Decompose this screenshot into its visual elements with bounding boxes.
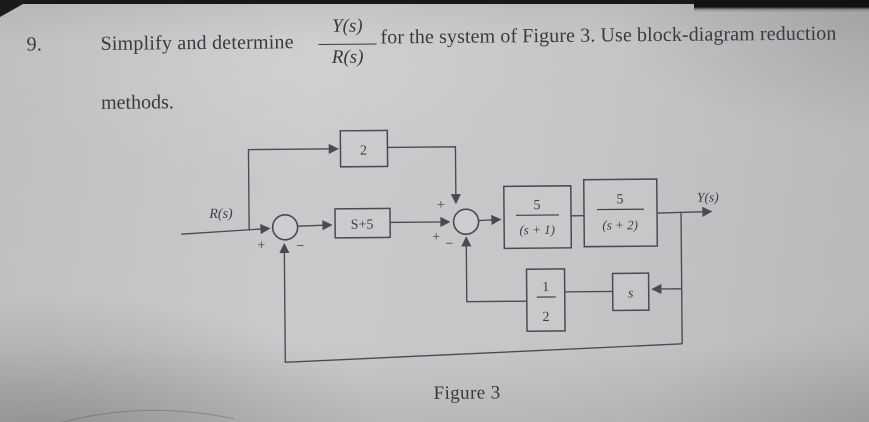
wire-input [181,223,271,235]
summing-junction-2: + + − [432,198,480,252]
page-curl-shadow [53,409,234,422]
sum1-plus-sign: + [257,238,265,253]
wire-output [657,206,713,217]
summing-junction-2-circle [452,208,480,236]
wire-sum2-to-plant1 [478,214,502,225]
summing-junction-1-circle [271,214,299,241]
input-signal-label: R(s) [208,207,233,222]
wire-feedforward-branch [247,143,339,231]
photo-top-edge-shadow [0,0,869,4]
block-5-over-s-plus-1: 5 (s + 1) [503,185,573,250]
wire-feedforward-to-sum2 [387,146,461,205]
block-s-rect [611,272,650,312]
photo-top-right-shadow [694,0,869,12]
half-denominator: 2 [542,310,549,325]
figure-caption: Figure 3 [433,382,501,405]
wire-outer-feedback [279,242,683,364]
plant2-numerator: 5 [616,192,623,207]
block-s-plus-5-label: S+5 [351,218,374,233]
block-5-over-s-plus-1-rect [503,185,573,250]
block-s: s [611,272,650,312]
block-feedforward-2-label: 2 [360,144,367,159]
block-s-label: s [628,286,634,301]
plant2-denominator: (s + 2) [602,217,638,232]
block-feedforward-2: 2 [339,129,389,168]
sum2-top-plus-sign: + [437,198,445,213]
wire-output-tap-down [680,211,683,344]
block-s-plus-5-rect [334,207,391,239]
sum2-left-plus-sign: + [432,230,440,245]
block-feedforward-2-rect [339,129,389,168]
sum1-minus-sign: − [296,239,304,254]
block-s-plus-5: S+5 [334,207,391,239]
block-5-over-s-plus-2: 5 (s + 2) [582,178,659,248]
block-one-half-rect [525,268,566,332]
plant1-numerator: 5 [533,198,540,213]
wire-sum1-to-gain [298,220,333,231]
wire-gain-to-sum2 [390,216,451,228]
plant1-denominator: (s + 1) [519,222,555,237]
block-5-over-s-plus-2-rect [582,178,659,248]
signal-wires [181,143,713,364]
sum2-bottom-minus-sign: − [445,237,453,252]
half-numerator: 1 [542,280,549,295]
summing-junction-1: + − [257,214,304,254]
wire-half-to-sum2 [461,236,527,303]
output-signal-label: Y(s) [697,190,719,205]
block-one-half: 1 2 [525,268,566,332]
